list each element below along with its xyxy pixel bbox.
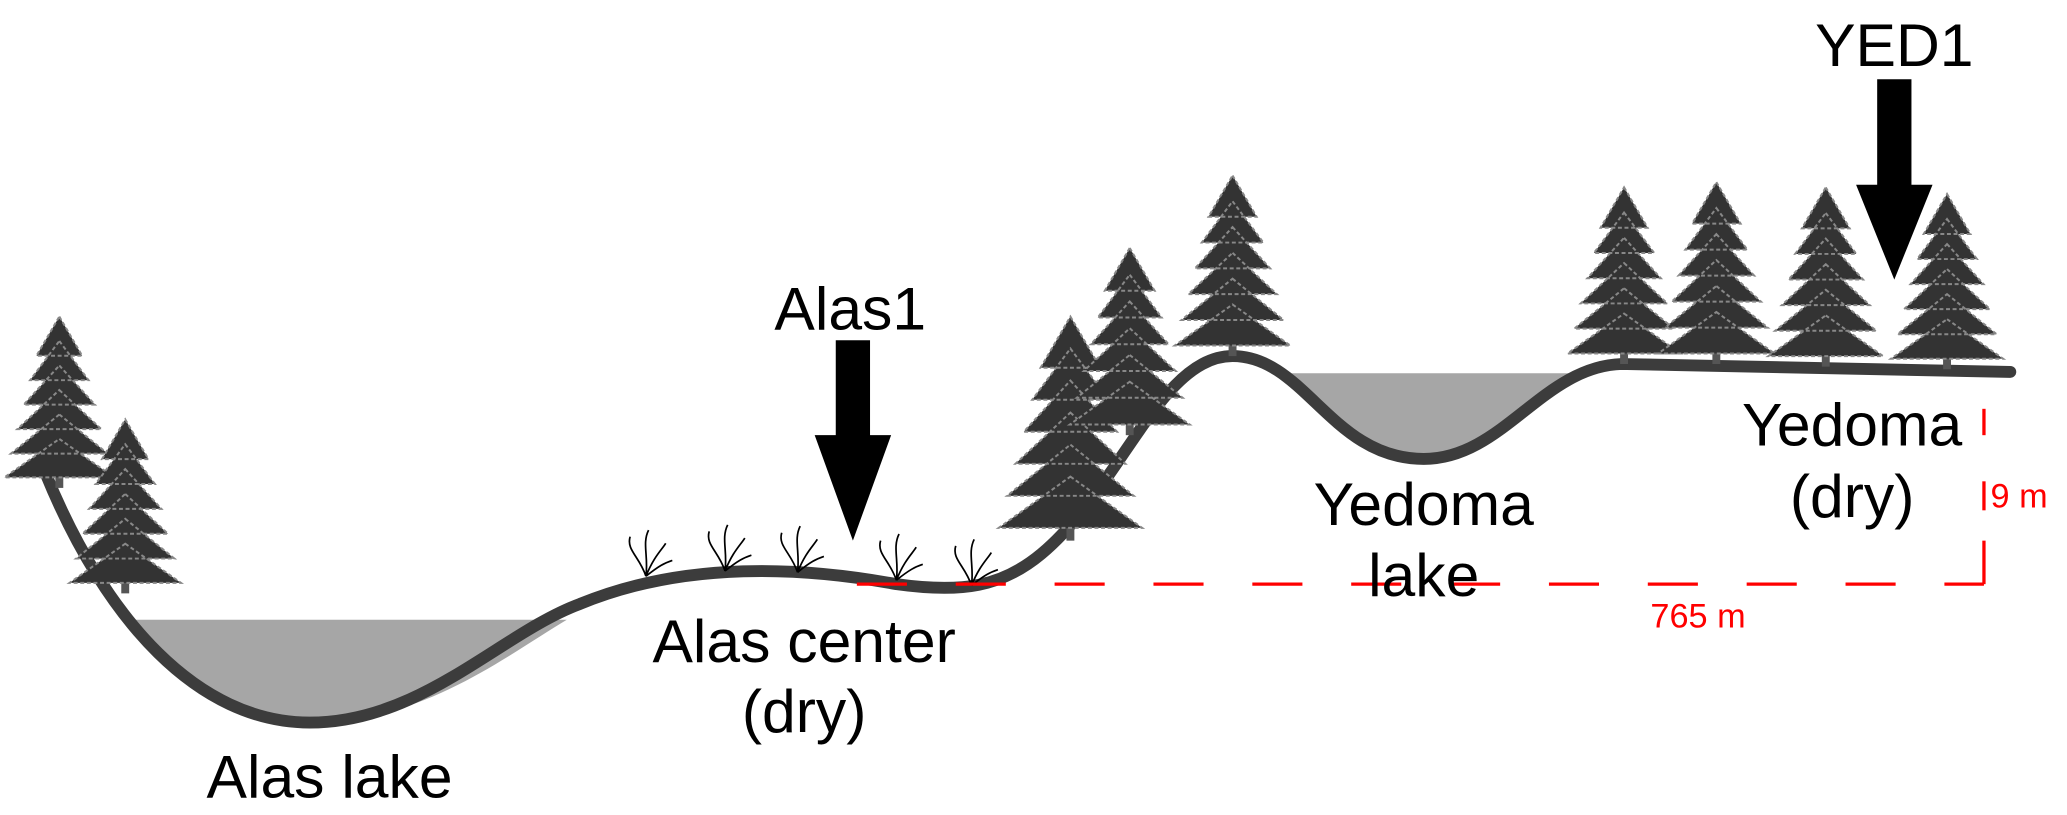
trees-group [1, 173, 2007, 594]
spruce-tree-icon [1171, 173, 1294, 357]
alas-lake-label: Alas lake [207, 743, 453, 811]
grass-tuft-icon [628, 529, 673, 577]
alas-center-dry-label: (dry) [742, 677, 867, 745]
grass-tuft-icon [954, 538, 999, 587]
alas1-arrow [814, 340, 892, 541]
spruce-tree-icon [1, 314, 118, 488]
grass-tuft-icon [780, 525, 825, 573]
spruce-tree-icon [66, 417, 185, 594]
vertical-scale-label: 9 m [1991, 478, 2048, 516]
spruce-tree-icon [1564, 185, 1684, 364]
horizontal-scale-label: 765 m [1650, 598, 1745, 636]
spruce-tree-icon [995, 314, 1146, 541]
yed1-arrow [1856, 79, 1933, 280]
grass-group [628, 524, 999, 587]
yed1-label: YED1 [1815, 11, 1973, 79]
ground-profile [40, 350, 2017, 729]
yedoma-lake-label-2: lake [1368, 541, 1479, 609]
spruce-tree-icon [1887, 191, 2007, 370]
yedoma-dry-label-2: (dry) [1790, 462, 1915, 530]
grass-tuft-icon [879, 533, 924, 581]
grass-tuft-icon [707, 524, 752, 572]
yedoma-dry-label: Yedoma [1742, 391, 1963, 459]
spruce-tree-icon [1655, 180, 1778, 364]
yedoma-lake-water [1285, 373, 1582, 459]
spruce-tree-icon [1765, 185, 1887, 367]
yedoma-lake-label: Yedoma [1314, 470, 1535, 538]
alas-lake-water [131, 619, 567, 723]
spruce-tree-icon [1066, 246, 1193, 436]
alas-center-label: Alas center [652, 607, 955, 675]
alas1-label: Alas1 [774, 275, 926, 343]
